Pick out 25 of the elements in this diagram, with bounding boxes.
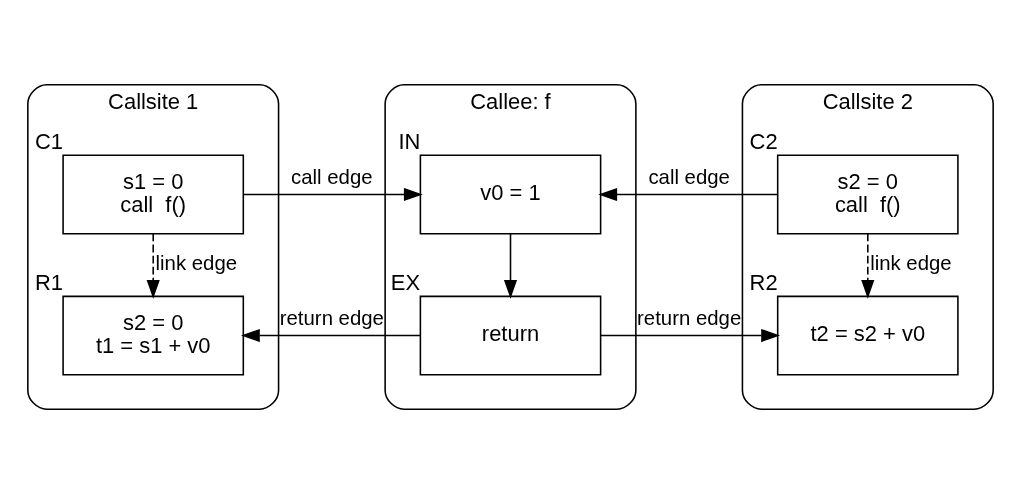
arrow [241,328,422,343]
arrow [861,232,875,299]
node-box: return [419,295,602,376]
node-label: R1 [34,270,63,296]
node-label: IN [398,129,421,155]
node-box: s2 = 0 t1 = s1 + v0 [62,295,245,376]
node-box: t2 = s2 + v0 [776,295,959,376]
node-box: s2 = 0 call f() [776,154,959,235]
edge-label: call edge [291,166,373,189]
edge-label: call edge [648,166,730,189]
node-box: s1 = 0 call f() [62,154,245,235]
arrow [598,187,779,202]
node-box: v0 = 1 [419,154,602,235]
arrow [599,328,781,343]
edge-label: return edge [637,307,742,330]
arrow [242,187,423,202]
arrow [503,232,518,299]
arrow [146,232,160,299]
node-label: R2 [749,270,778,296]
edge-label: link edge [155,252,238,275]
node-label: EX [390,270,421,296]
edge-label: link edge [870,252,952,275]
edge-label: return edge [279,307,384,330]
node-label: C2 [749,129,778,155]
node-label: C1 [34,129,63,155]
